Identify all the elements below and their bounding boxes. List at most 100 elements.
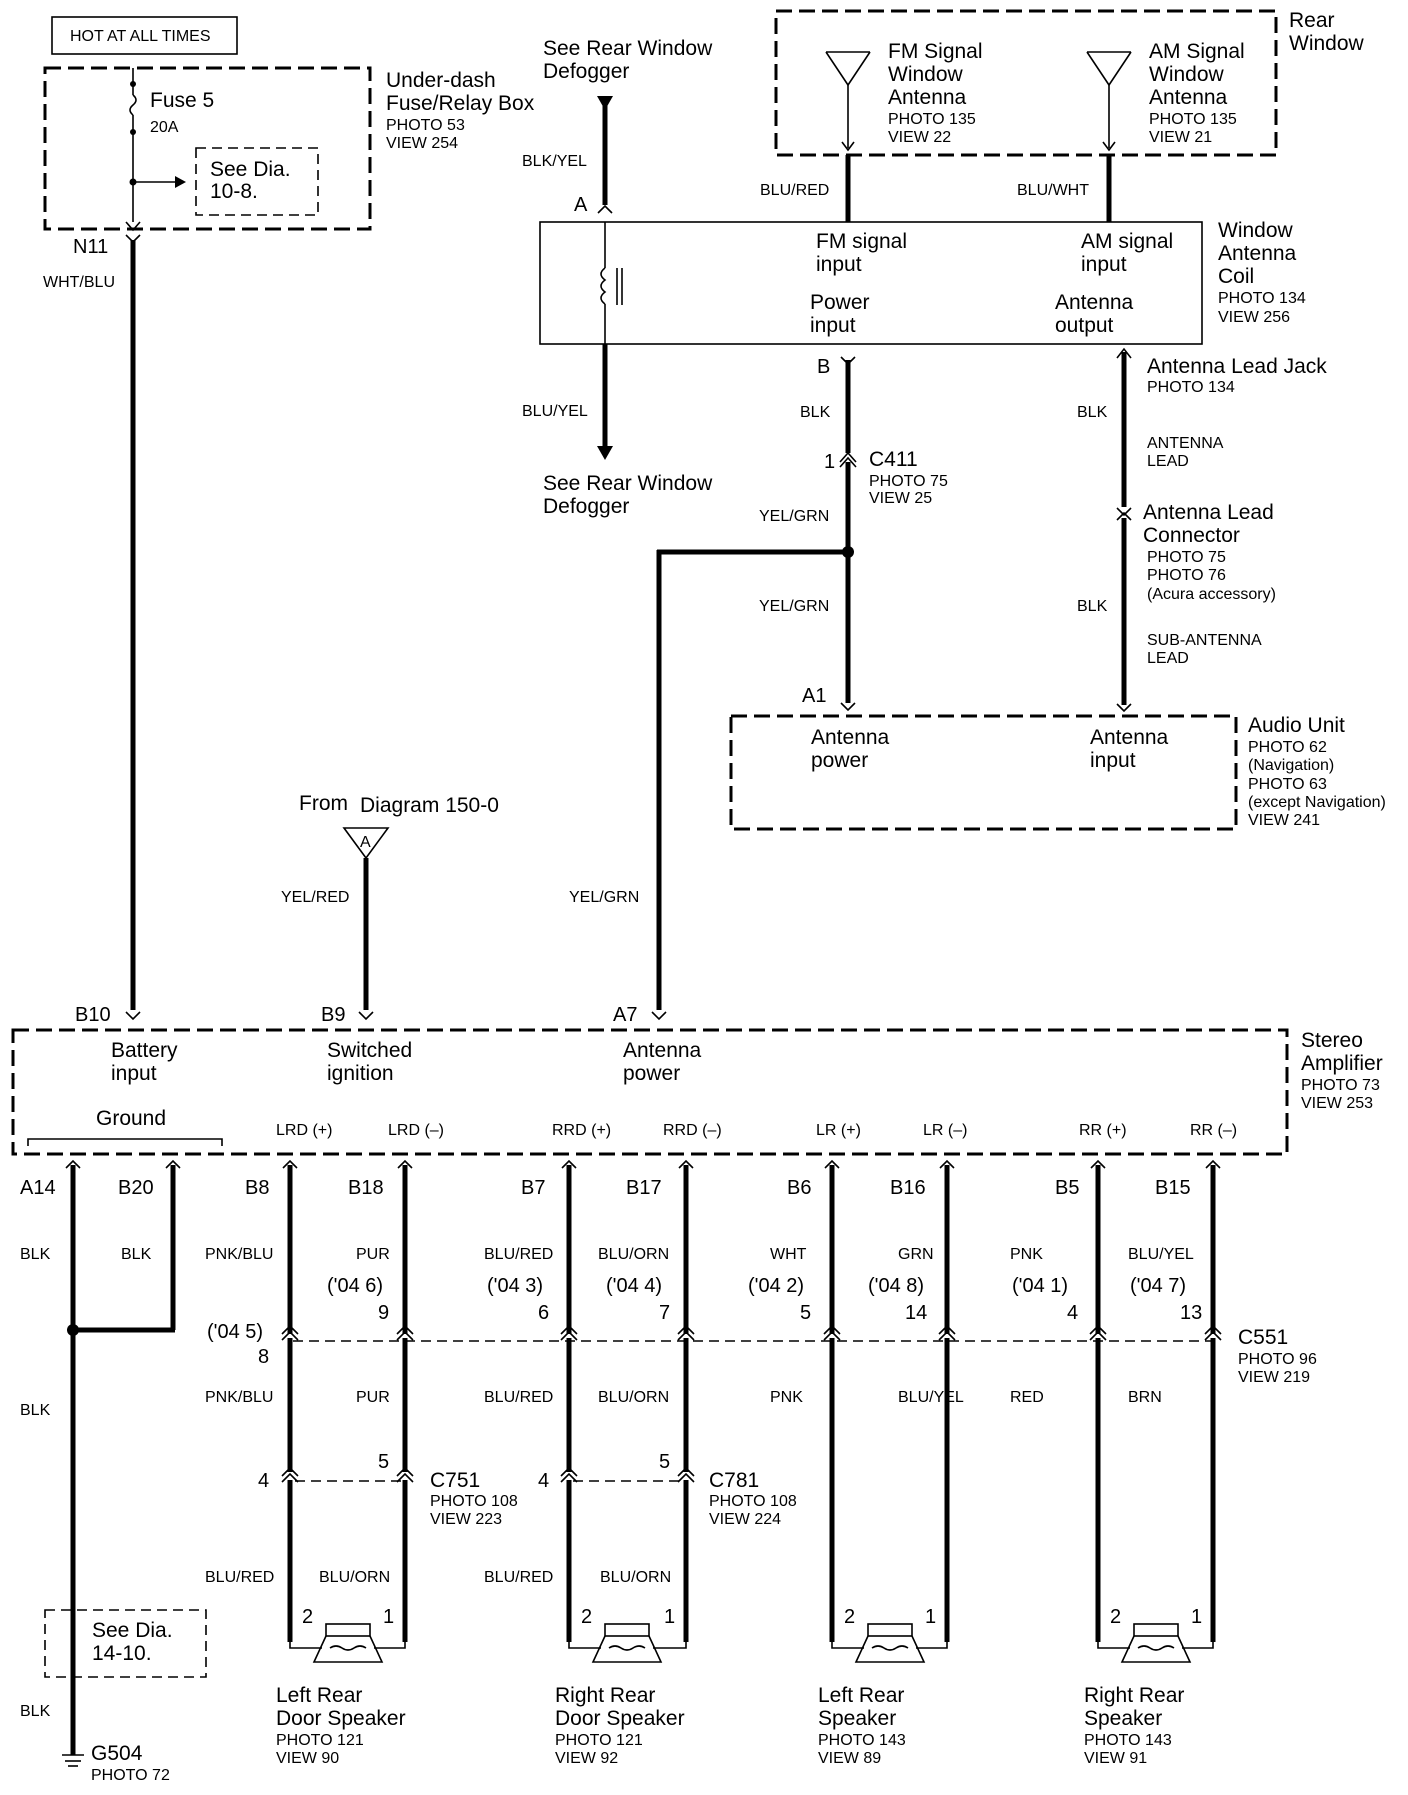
label-yel-grn-2: YEL/GRN bbox=[759, 598, 829, 615]
fm-antenna-photo: PHOTO 135 bbox=[888, 111, 976, 128]
speaker-icon bbox=[325, 1623, 371, 1637]
c551-view: VIEW 219 bbox=[1238, 1369, 1310, 1386]
c551-pin: 7 bbox=[659, 1302, 670, 1324]
hot-label: HOT AT ALL TIMES bbox=[70, 28, 211, 45]
amp-label-2: Amplifier bbox=[1301, 1052, 1383, 1075]
speaker-photo: PHOTO 143 bbox=[1084, 1732, 1172, 1749]
label-blk-b20: BLK bbox=[121, 1246, 152, 1263]
speaker-lead-pos bbox=[653, 1640, 687, 1649]
b20-terminal bbox=[165, 1159, 181, 1169]
c751-view: VIEW 223 bbox=[430, 1511, 502, 1528]
label-blk-g504: BLK bbox=[20, 1703, 51, 1720]
fuse-see-1: See Dia. bbox=[210, 158, 291, 181]
am-antenna-2: Window bbox=[1149, 63, 1225, 86]
speaker-view: VIEW 90 bbox=[276, 1750, 339, 1767]
lead-connector-lower bbox=[1116, 511, 1132, 521]
c7-terminal-lower bbox=[560, 1472, 578, 1483]
speaker-wiring: PNK/BLUPNK/BLUPURPURBLU/REDBLU/REDBLU/OR… bbox=[205, 1159, 1222, 1767]
speaker-cone-icon bbox=[854, 1635, 926, 1663]
c751-pin-a: 4 bbox=[258, 1470, 269, 1492]
label-blu-red-fm: BLU/RED bbox=[760, 182, 829, 199]
c411-upper bbox=[839, 451, 857, 463]
label-wire-upper: BLU/YEL bbox=[1128, 1246, 1194, 1263]
speaker-pin-neg: 2 bbox=[581, 1606, 592, 1628]
hot-label-box bbox=[51, 16, 238, 55]
audio-input-2: input bbox=[1090, 749, 1136, 772]
lead-connector-note: (Acura accessory) bbox=[1147, 586, 1276, 603]
audio-power-2: power bbox=[811, 749, 868, 772]
coil-view: VIEW 256 bbox=[1218, 309, 1290, 326]
c551-photo: PHOTO 96 bbox=[1238, 1351, 1317, 1368]
audio-unit-note1: (Navigation) bbox=[1248, 757, 1334, 774]
c551-pin: 14 bbox=[905, 1302, 927, 1324]
pin-b-coil: B bbox=[817, 356, 830, 378]
pin-b20: B20 bbox=[118, 1177, 154, 1199]
label-blk-a14: BLK bbox=[20, 1246, 51, 1263]
coil-output-1: Antenna bbox=[1055, 291, 1134, 314]
fm-antenna-1: FM Signal bbox=[888, 40, 983, 63]
c551-terminal-lower bbox=[1204, 1330, 1222, 1341]
coil-am-1: AM signal bbox=[1081, 230, 1173, 253]
amp-term-label: RR (+) bbox=[1079, 1122, 1127, 1139]
lead-connector-photo2: PHOTO 76 bbox=[1147, 567, 1226, 584]
ground-splice bbox=[67, 1324, 79, 1336]
label-wire-upper: BLU/RED bbox=[484, 1246, 553, 1263]
fuse-see-2: 10-8. bbox=[210, 180, 258, 203]
c411-view: VIEW 25 bbox=[869, 490, 932, 507]
coil-photo: PHOTO 134 bbox=[1218, 290, 1306, 307]
pin-c411: 1 bbox=[824, 451, 835, 473]
lead-connector-upper bbox=[1116, 507, 1132, 517]
label-wire-mid: BRN bbox=[1128, 1389, 1162, 1406]
pin-a-coil: A bbox=[574, 194, 588, 216]
coil-power-2: input bbox=[810, 314, 856, 337]
speaker-wave-icon bbox=[1137, 1645, 1175, 1651]
c551-year: ('04 8) bbox=[868, 1275, 924, 1297]
label-wire-upper: BLU/ORN bbox=[598, 1246, 669, 1263]
ground-see-1: See Dia. bbox=[92, 1619, 173, 1642]
amp-antenna-1: Antenna bbox=[623, 1039, 702, 1062]
speaker-icon bbox=[1133, 1623, 1179, 1637]
label-wire-lower: BLU/ORN bbox=[600, 1569, 671, 1586]
c551-terminal-lower bbox=[823, 1330, 841, 1341]
speaker-icon bbox=[604, 1623, 650, 1637]
c551-terminal-lower bbox=[1089, 1330, 1107, 1341]
jack-lead-2: LEAD bbox=[1147, 453, 1189, 470]
label-wire-mid: BLU/RED bbox=[484, 1389, 553, 1406]
label-wire-upper: GRN bbox=[898, 1246, 934, 1263]
c551-terminal-upper bbox=[281, 1324, 299, 1335]
coil-label-2: Antenna bbox=[1218, 242, 1297, 265]
c751-name: C751 bbox=[430, 1469, 480, 1492]
c7-terminal-upper bbox=[560, 1466, 578, 1477]
speaker-lead-neg bbox=[1097, 1640, 1130, 1649]
label-wire-mid: PUR bbox=[356, 1389, 390, 1406]
c7-terminal-upper bbox=[396, 1466, 414, 1477]
am-antenna-view: VIEW 21 bbox=[1149, 129, 1212, 146]
amp-term-label: RRD (–) bbox=[663, 1122, 722, 1139]
speaker-name-2: Door Speaker bbox=[276, 1707, 406, 1730]
defogger-bottom-2: Defogger bbox=[543, 495, 629, 518]
amp-photo: PHOTO 73 bbox=[1301, 1077, 1380, 1094]
amp-pin-label: B16 bbox=[890, 1177, 926, 1199]
amp-view: VIEW 253 bbox=[1301, 1095, 1373, 1112]
c7-terminal-upper bbox=[677, 1466, 695, 1477]
fuse-box-outline bbox=[43, 66, 372, 231]
fuse-box-label-2: Fuse/Relay Box bbox=[386, 92, 535, 115]
c781-view: VIEW 224 bbox=[709, 1511, 781, 1528]
coil-fm-1: FM signal bbox=[816, 230, 907, 253]
pin-a1: A1 bbox=[802, 685, 826, 707]
amp-pin-label: B7 bbox=[521, 1177, 545, 1199]
label-blk-coil: BLK bbox=[800, 404, 831, 421]
label-yel-red: YEL/RED bbox=[281, 889, 349, 906]
label-wire-upper: PNK bbox=[1010, 1246, 1043, 1263]
am-antenna-1: AM Signal bbox=[1149, 40, 1245, 63]
coil-output-2: output bbox=[1055, 314, 1114, 337]
amp-out-terminal bbox=[1090, 1159, 1106, 1169]
label-wire-mid: BLU/YEL bbox=[898, 1389, 964, 1406]
speaker-photo: PHOTO 143 bbox=[818, 1732, 906, 1749]
a14-terminal bbox=[65, 1159, 81, 1169]
c551-terminal-upper bbox=[560, 1324, 578, 1335]
fuse-name: Fuse 5 bbox=[150, 89, 214, 112]
c551-terminal-lower bbox=[677, 1330, 695, 1341]
label-wire-lower: BLU/RED bbox=[205, 1569, 274, 1586]
